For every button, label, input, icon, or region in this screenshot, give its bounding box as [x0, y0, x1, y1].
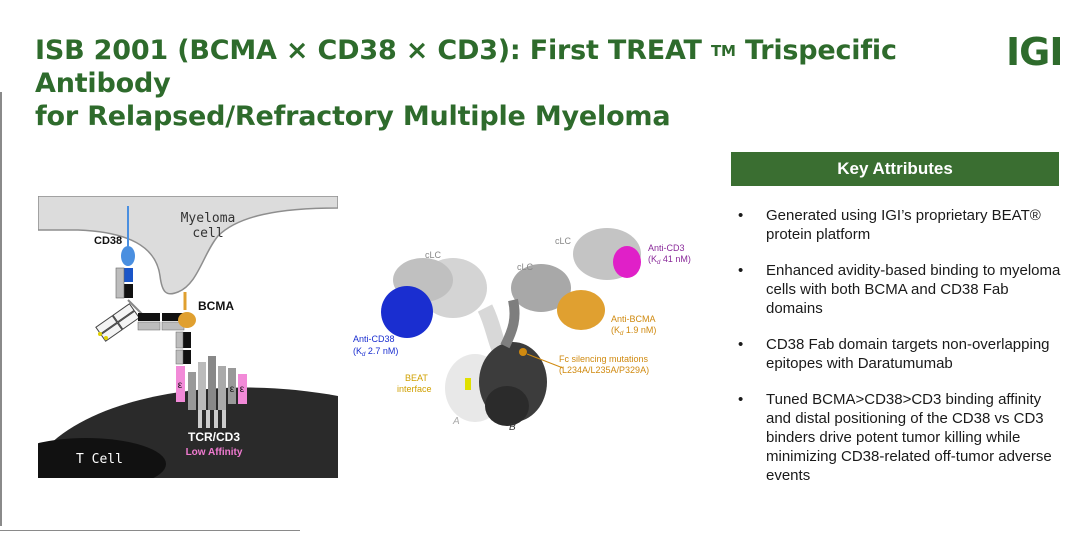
- key-attributes-header: Key Attributes: [731, 152, 1059, 186]
- tm-3: [214, 410, 218, 428]
- title-line-1: ISB 2001 (BCMA × CD38 × CD3): First TREA…: [35, 34, 935, 100]
- anti-cd38-domain: [381, 286, 433, 338]
- beat-label-2: interface: [397, 384, 432, 394]
- anti-bcma-kd-label: (Kd 1.9 nM): [611, 325, 656, 337]
- tm-4: [222, 410, 226, 428]
- title-line-1-part-a: ISB 2001 (BCMA × CD38 × CD3): First TREA…: [35, 35, 702, 66]
- anti-cd3-label: Anti-CD3: [648, 243, 685, 253]
- cd38-label: CD38: [94, 235, 122, 247]
- anti-cd3-kd-label: (Kd 41 nM): [648, 254, 691, 266]
- myeloma-cell-shape: [38, 196, 338, 295]
- cd3-epsilon-1: [176, 366, 185, 402]
- bullet-icon: •: [738, 207, 744, 224]
- bcma-fab-gray-2: [175, 349, 184, 365]
- fc-silencing-mark: [519, 348, 527, 356]
- igi-logo-text: IGI: [1006, 30, 1063, 74]
- key-attribute-text: Enhanced avidity-based binding to myelom…: [766, 262, 1061, 317]
- key-attribute-text: Generated using IGI’s proprietary BEAT® …: [766, 207, 1041, 243]
- anti-cd3-domain: [613, 246, 641, 278]
- protein-structure: cLC cLC cLC Anti-CD3 (Kd 41 nM) Anti-BCM…: [353, 228, 691, 433]
- anti-bcma-domain: [557, 290, 605, 330]
- igi-logo: IGI: [1006, 30, 1068, 74]
- chain-a-label: A: [452, 416, 460, 427]
- cd3-arm-group: [95, 303, 140, 342]
- clc-label-1: cLC: [425, 250, 442, 260]
- fc-silencing-label-1: Fc silencing mutations: [559, 354, 649, 364]
- trademark-superscript: TM: [710, 42, 736, 60]
- cd3-arm-dot-yellow-2: [104, 336, 108, 340]
- key-attribute-item: • Tuned BCMA>CD38>CD3 binding affinity an…: [738, 390, 1068, 485]
- bcma-fab-black-2: [183, 350, 191, 364]
- key-attribute-text: CD38 Fab domain targets non-overlapping …: [766, 336, 1050, 372]
- hinge-line: [127, 299, 143, 315]
- title-line-2: for Relapsed/Refractory Multiple Myeloma: [35, 101, 671, 132]
- clc-label-3: cLC: [517, 262, 534, 272]
- clc-label-2: cLC: [555, 236, 572, 246]
- epsilon-1-label: ε: [178, 380, 183, 391]
- key-attributes-list: • Generated using IGI’s proprietary BEAT®…: [738, 206, 1068, 502]
- fc-segment-1: [138, 313, 160, 321]
- bullet-icon: •: [738, 336, 744, 353]
- anti-bcma-label: Anti-BCMA: [611, 314, 656, 324]
- tcr-chain-3: [208, 356, 216, 410]
- chain-b-label: B: [509, 422, 516, 433]
- right-fab-mid: [511, 264, 571, 312]
- cd38-receptor: [121, 246, 135, 266]
- bcma-binder: [178, 312, 196, 328]
- t-cell-label: T Cell: [76, 452, 123, 467]
- beat-interface-mark: [465, 378, 471, 390]
- anti-cd38-label: Anti-CD38: [353, 334, 395, 344]
- fab-linker: [500, 298, 520, 349]
- tm-2: [206, 410, 210, 428]
- myeloma-label-2: cell: [192, 226, 223, 241]
- myeloma-label-1: Myeloma: [181, 211, 236, 226]
- bullet-icon: •: [738, 391, 744, 408]
- fc-segment-3: [162, 313, 184, 321]
- epsilon-3-label: ε: [240, 384, 245, 395]
- fc-segment-2: [137, 321, 161, 331]
- fc-chain-b-dark: [485, 386, 529, 426]
- epsilon-2-label: ε: [230, 384, 235, 395]
- key-attribute-text: Tuned BCMA>CD38>CD3 binding affinity and…: [766, 391, 1052, 484]
- key-attribute-item: • CD38 Fab domain targets non-overlapping…: [738, 335, 1068, 373]
- cd3-arm-dot-yellow: [98, 332, 102, 336]
- title-line-1-part-b: Trispecific Antibody: [35, 35, 897, 99]
- tcr-cd3-label: TCR/CD3: [188, 430, 240, 444]
- left-edge-rule: [0, 92, 2, 526]
- bcma-fab-black: [183, 332, 191, 348]
- t-cell-inner-shape: [38, 438, 166, 478]
- fc-silencing-label-2: (L234A/L235A/P329A): [559, 365, 649, 375]
- cd3-arm-c: [112, 303, 135, 323]
- key-attribute-item: • Enhanced avidity-based binding to myelo…: [738, 261, 1068, 318]
- cd3-arm-a: [95, 315, 118, 335]
- cd3-arm-d: [117, 310, 140, 330]
- mechanism-diagram: Myeloma cell T Cell CD38 BCMA ε ε ε: [38, 196, 338, 478]
- cd38-fab-blue: [124, 268, 133, 282]
- fc-silencing-pointer: [526, 353, 564, 369]
- cd38-fab-gray: [115, 267, 125, 299]
- bottom-edge-rule: [0, 530, 300, 531]
- anti-cd38-kd-label: (Kd 2.7 nM): [353, 346, 398, 358]
- key-attribute-item: • Generated using IGI’s proprietary BEAT®…: [738, 206, 1068, 244]
- cd3-epsilon-2: [228, 368, 236, 404]
- tcr-chain-1: [188, 372, 196, 410]
- tcr-chain-2: [198, 362, 206, 410]
- tm-1: [198, 410, 202, 428]
- beat-label-1: BEAT: [405, 373, 428, 383]
- low-affinity-label: Low Affinity: [186, 447, 243, 458]
- tcr-chain-4: [218, 366, 226, 410]
- slide-title: ISB 2001 (BCMA × CD38 × CD3): First TREA…: [35, 34, 935, 133]
- bullet-icon: •: [738, 262, 744, 279]
- bcma-label: BCMA: [198, 299, 234, 313]
- bcma-fab-gray: [175, 331, 184, 349]
- cd3-epsilon-3: [238, 374, 247, 404]
- cd38-fab-black: [124, 284, 133, 298]
